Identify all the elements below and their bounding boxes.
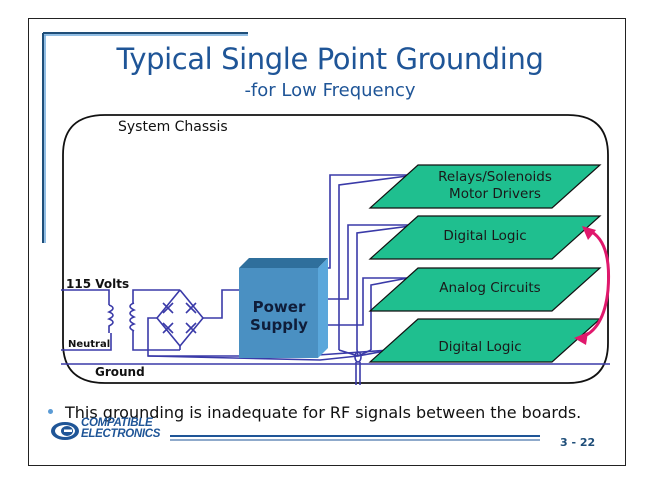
board-relays-line1: Relays/Solenoids [438,169,552,185]
input-wiring [61,174,610,385]
input-voltage-label: 115 Volts [66,277,130,291]
logo-line1: COMPATIBLE [81,417,153,429]
neutral-label: Neutral [68,339,111,350]
boards [368,164,602,363]
board-relays [368,164,602,209]
board-relays-line2: Motor Drivers [449,186,541,202]
slide-subtitle: -for Low Frequency [244,80,416,101]
bullet-text: This grounding is inadequate for RF sign… [65,403,582,422]
compatible-electronics-logo-icon [51,422,79,440]
page-number: 3 - 22 [560,436,596,449]
footer-rule [170,435,540,441]
corner-accent [42,32,248,243]
logo-text: COMPATIBLE ELECTRONICS [81,417,161,440]
bullet-point: This grounding is inadequate for RF sign… [48,403,581,422]
bullet-dot-icon [48,409,53,414]
logo-line2: ELECTRONICS [81,428,161,440]
ground-label: Ground [95,365,145,379]
board-relays-label: Relays/Solenoids Motor Drivers [430,169,560,203]
slide-title: Typical Single Point Grounding [116,42,544,76]
power-supply-label: Power Supply [239,298,319,334]
power-supply-box [239,258,328,358]
power-supply-label-line1: Power [252,298,306,316]
slide-frame [28,18,626,466]
board-digital-logic-2-label: Digital Logic [438,339,522,355]
board-analog-label: Analog Circuits [439,280,541,296]
board-digital-logic-2 [368,318,602,363]
system-chassis [62,114,609,384]
board-analog [368,267,602,312]
board-digital-logic-1 [368,215,602,260]
power-supply-label-line2: Supply [250,316,308,334]
board-digital-logic-1-label: Digital Logic [443,228,527,244]
coupling-arrow [574,226,611,345]
chassis-label: System Chassis [118,119,228,135]
